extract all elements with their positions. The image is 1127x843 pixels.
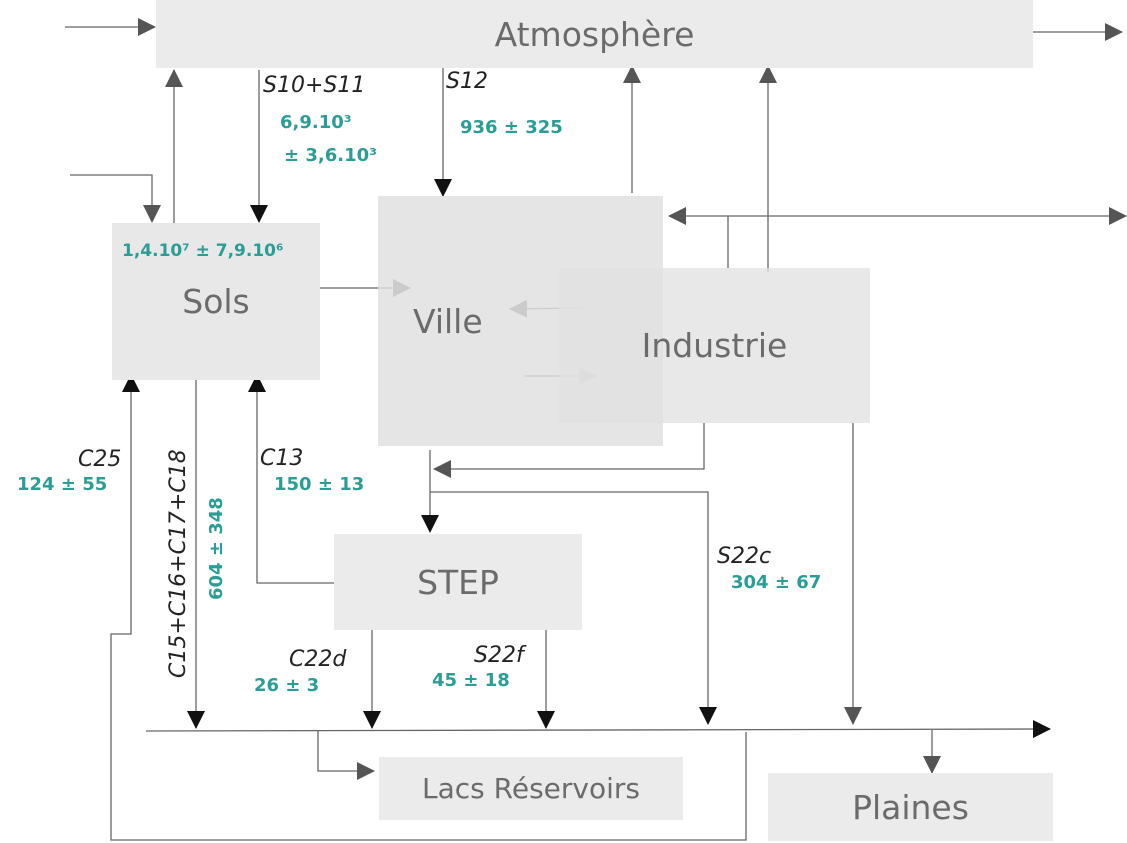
node-sols-label: Sols — [182, 282, 250, 321]
node-plaines-label: Plaines — [852, 787, 969, 827]
node-industrie: Industrie — [559, 268, 870, 423]
arrow-c13 — [248, 374, 334, 584]
node-step: STEP — [334, 534, 582, 630]
flow-value-c25: 124 ± 55 — [17, 474, 108, 495]
node-atmosphere-label: Atmosphère — [494, 14, 695, 54]
node-step-label: STEP — [417, 562, 499, 602]
node-lacs-label: Lacs Réservoirs — [422, 772, 640, 805]
node-ville-label: Ville — [413, 301, 483, 341]
flow-value-s10-s11-line2: ± 3,6.10³ — [284, 145, 378, 166]
flow-value-c22d: 26 ± 3 — [254, 675, 320, 696]
flow-label-s10-s11: S10+S11 — [263, 73, 366, 98]
flow-label-s12: S12 — [446, 69, 488, 94]
flow-label-s22f: S22f — [474, 643, 524, 668]
flow-value-s22f: 45 ± 18 — [432, 670, 510, 691]
flow-value-s22c: 304 ± 67 — [731, 572, 822, 593]
node-atmosphere: Atmosphère — [156, 0, 1033, 68]
inflow-arrow-sols — [70, 174, 161, 223]
node-sols: Sols — [112, 223, 320, 380]
flow-label-c22d: C22d — [289, 647, 347, 672]
node-lacs-reservoirs: Lacs Réservoirs — [379, 757, 683, 820]
flow-value-c15-c18: 604 ± 348 — [206, 497, 227, 600]
flow-label-c13: C13 — [260, 446, 304, 471]
arrow-industrie-to-ville-bottom — [433, 423, 705, 478]
flow-label-s22c: S22c — [717, 544, 772, 569]
flow-label-c15-c18: C15+C16+C17+C18 — [166, 449, 191, 678]
arrow-c25 — [110, 374, 747, 841]
sols-stock-value: 1,4.10⁷ ± 7,9.10⁶ — [122, 241, 284, 261]
flow-label-c25: C25 — [78, 447, 122, 472]
node-plaines: Plaines — [768, 773, 1053, 841]
flow-value-s10-s11-line1: 6,9.10³ — [280, 112, 352, 133]
flow-value-c13: 150 ± 13 — [274, 474, 365, 495]
river-main-line — [145, 720, 1051, 739]
node-industrie-label: Industrie — [641, 326, 788, 365]
arrow-s22c — [430, 491, 717, 725]
arrow-to-lacs — [317, 731, 375, 780]
flow-value-s12: 936 ± 325 — [460, 117, 563, 138]
